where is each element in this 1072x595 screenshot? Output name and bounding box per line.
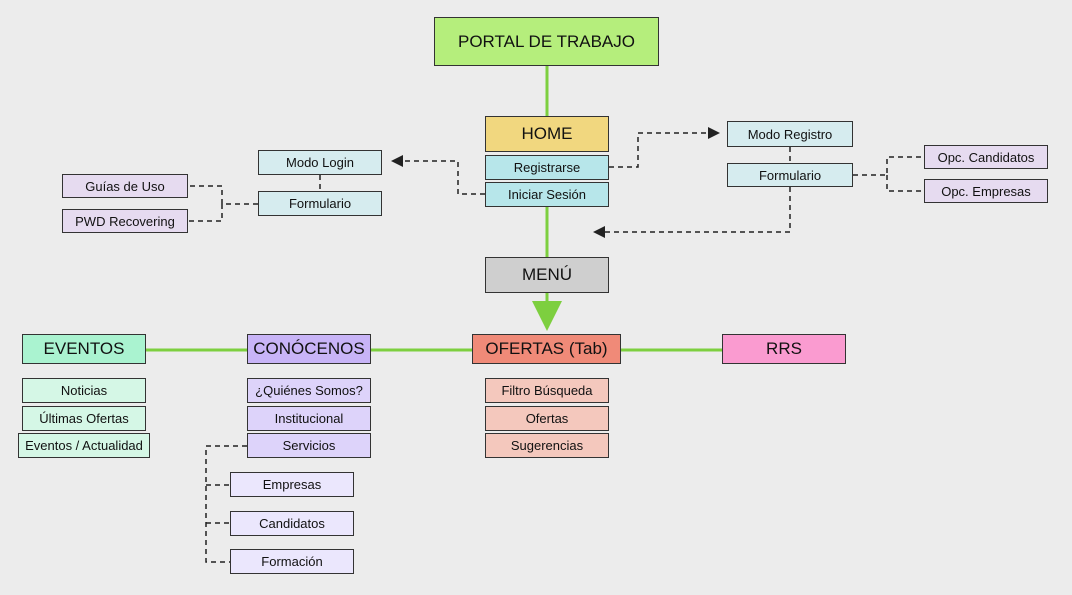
node-servicios[interactable]: Servicios bbox=[247, 433, 371, 458]
node-empresas[interactable]: Empresas bbox=[230, 472, 354, 497]
node-sugerencias[interactable]: Sugerencias bbox=[485, 433, 609, 458]
node-pwd-recovering[interactable]: PWD Recovering bbox=[62, 209, 188, 233]
node-opc-empresas[interactable]: Opc. Empresas bbox=[924, 179, 1048, 203]
node-eventos-actualidad[interactable]: Eventos / Actualidad bbox=[18, 433, 150, 458]
connector-registro-empresas bbox=[886, 175, 924, 192]
node-formulario-registro[interactable]: Formulario bbox=[727, 163, 853, 187]
node-formulario-login[interactable]: Formulario bbox=[258, 191, 382, 216]
node-noticias[interactable]: Noticias bbox=[22, 378, 146, 403]
node-rrs[interactable]: RRS bbox=[722, 334, 846, 364]
connector-servicios-tree bbox=[205, 445, 247, 563]
node-portal-de-trabajo[interactable]: PORTAL DE TRABAJO bbox=[434, 17, 659, 66]
node-quienes-somos[interactable]: ¿Quiénes Somos? bbox=[247, 378, 371, 403]
connector-registro bbox=[609, 127, 720, 168]
connector-login-guias bbox=[189, 185, 258, 205]
node-modo-login[interactable]: Modo Login bbox=[258, 150, 382, 175]
node-modo-registro[interactable]: Modo Registro bbox=[727, 121, 853, 147]
node-formacion[interactable]: Formación bbox=[230, 549, 354, 574]
node-ofertas[interactable]: Ofertas bbox=[485, 406, 609, 431]
connector-login-pwd bbox=[189, 204, 223, 222]
node-conocenos[interactable]: CONÓCENOS bbox=[247, 334, 371, 364]
node-menu[interactable]: MENÚ bbox=[485, 257, 609, 293]
node-iniciar-sesion[interactable]: Iniciar Sesión bbox=[485, 182, 609, 207]
connector-registro-return bbox=[593, 187, 791, 238]
node-opc-candidatos[interactable]: Opc. Candidatos bbox=[924, 145, 1048, 169]
connector-registro-candidatos bbox=[853, 156, 924, 176]
node-ultimas-ofertas[interactable]: Últimas Ofertas bbox=[22, 406, 146, 431]
node-eventos[interactable]: EVENTOS bbox=[22, 334, 146, 364]
node-home[interactable]: HOME bbox=[485, 116, 609, 152]
node-candidatos[interactable]: Candidatos bbox=[230, 511, 354, 536]
node-ofertas-tab[interactable]: OFERTAS (Tab) bbox=[472, 334, 621, 364]
connector-login bbox=[391, 155, 485, 195]
node-registrarse[interactable]: Registrarse bbox=[485, 155, 609, 180]
node-institucional[interactable]: Institucional bbox=[247, 406, 371, 431]
node-filtro-busqueda[interactable]: Filtro Búsqueda bbox=[485, 378, 609, 403]
node-guias-de-uso[interactable]: Guías de Uso bbox=[62, 174, 188, 198]
